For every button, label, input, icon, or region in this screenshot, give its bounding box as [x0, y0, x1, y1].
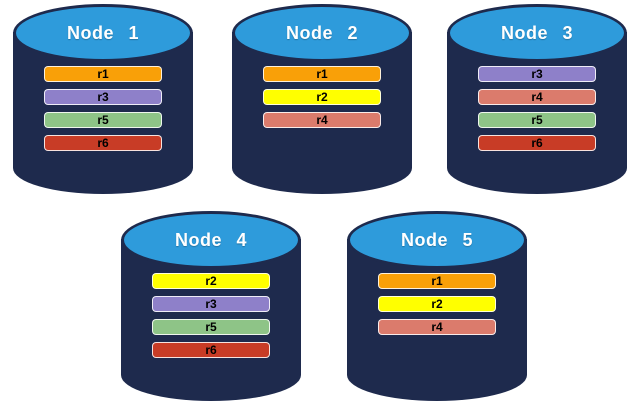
replica-bar-r4: r4: [263, 112, 381, 128]
cylinder-top: Node 2: [232, 4, 412, 62]
replica-bar-r1: r1: [378, 273, 496, 289]
replica-bar-r3: r3: [478, 66, 596, 82]
cylinder-top: Node 1: [13, 4, 193, 62]
replica-bar-r1: r1: [263, 66, 381, 82]
replica-bar-r6: r6: [152, 342, 270, 358]
replica-bar-r2: r2: [152, 273, 270, 289]
replica-bar-r6: r6: [44, 135, 162, 151]
replica-bar-r1: r1: [44, 66, 162, 82]
cylinder-top: Node 4: [121, 211, 301, 269]
database-node-1: Node 1 r1 r3 r5 r6: [13, 4, 193, 194]
replica-bar-r5: r5: [44, 112, 162, 128]
replica-bar-r2: r2: [378, 296, 496, 312]
replica-bar-r2: r2: [263, 89, 381, 105]
node-title: Node 2: [285, 22, 358, 43]
replica-bar-r4: r4: [378, 319, 496, 335]
cylinder-top: Node 3: [447, 4, 627, 62]
node-title: Node 3: [500, 22, 573, 43]
replica-bar-r6: r6: [478, 135, 596, 151]
node-title: Node 5: [400, 229, 473, 250]
database-node-2: Node 2 r1 r2 r4: [232, 4, 412, 194]
replica-list: r3 r4 r5 r6: [478, 66, 596, 158]
node-title: Node 1: [66, 22, 139, 43]
replica-list: r1 r3 r5 r6: [44, 66, 162, 158]
database-node-5: Node 5 r1 r2 r4: [347, 211, 527, 401]
replica-bar-r5: r5: [478, 112, 596, 128]
replica-bar-r4: r4: [478, 89, 596, 105]
replica-list: r2 r3 r5 r6: [152, 273, 270, 365]
replica-list: r1 r2 r4: [263, 66, 381, 135]
cylinder-top: Node 5: [347, 211, 527, 269]
replica-bar-r3: r3: [44, 89, 162, 105]
node-title: Node 4: [174, 229, 247, 250]
replica-list: r1 r2 r4: [378, 273, 496, 342]
replica-bar-r3: r3: [152, 296, 270, 312]
database-node-4: Node 4 r2 r3 r5 r6: [121, 211, 301, 401]
replica-bar-r5: r5: [152, 319, 270, 335]
database-node-3: Node 3 r3 r4 r5 r6: [447, 4, 627, 194]
